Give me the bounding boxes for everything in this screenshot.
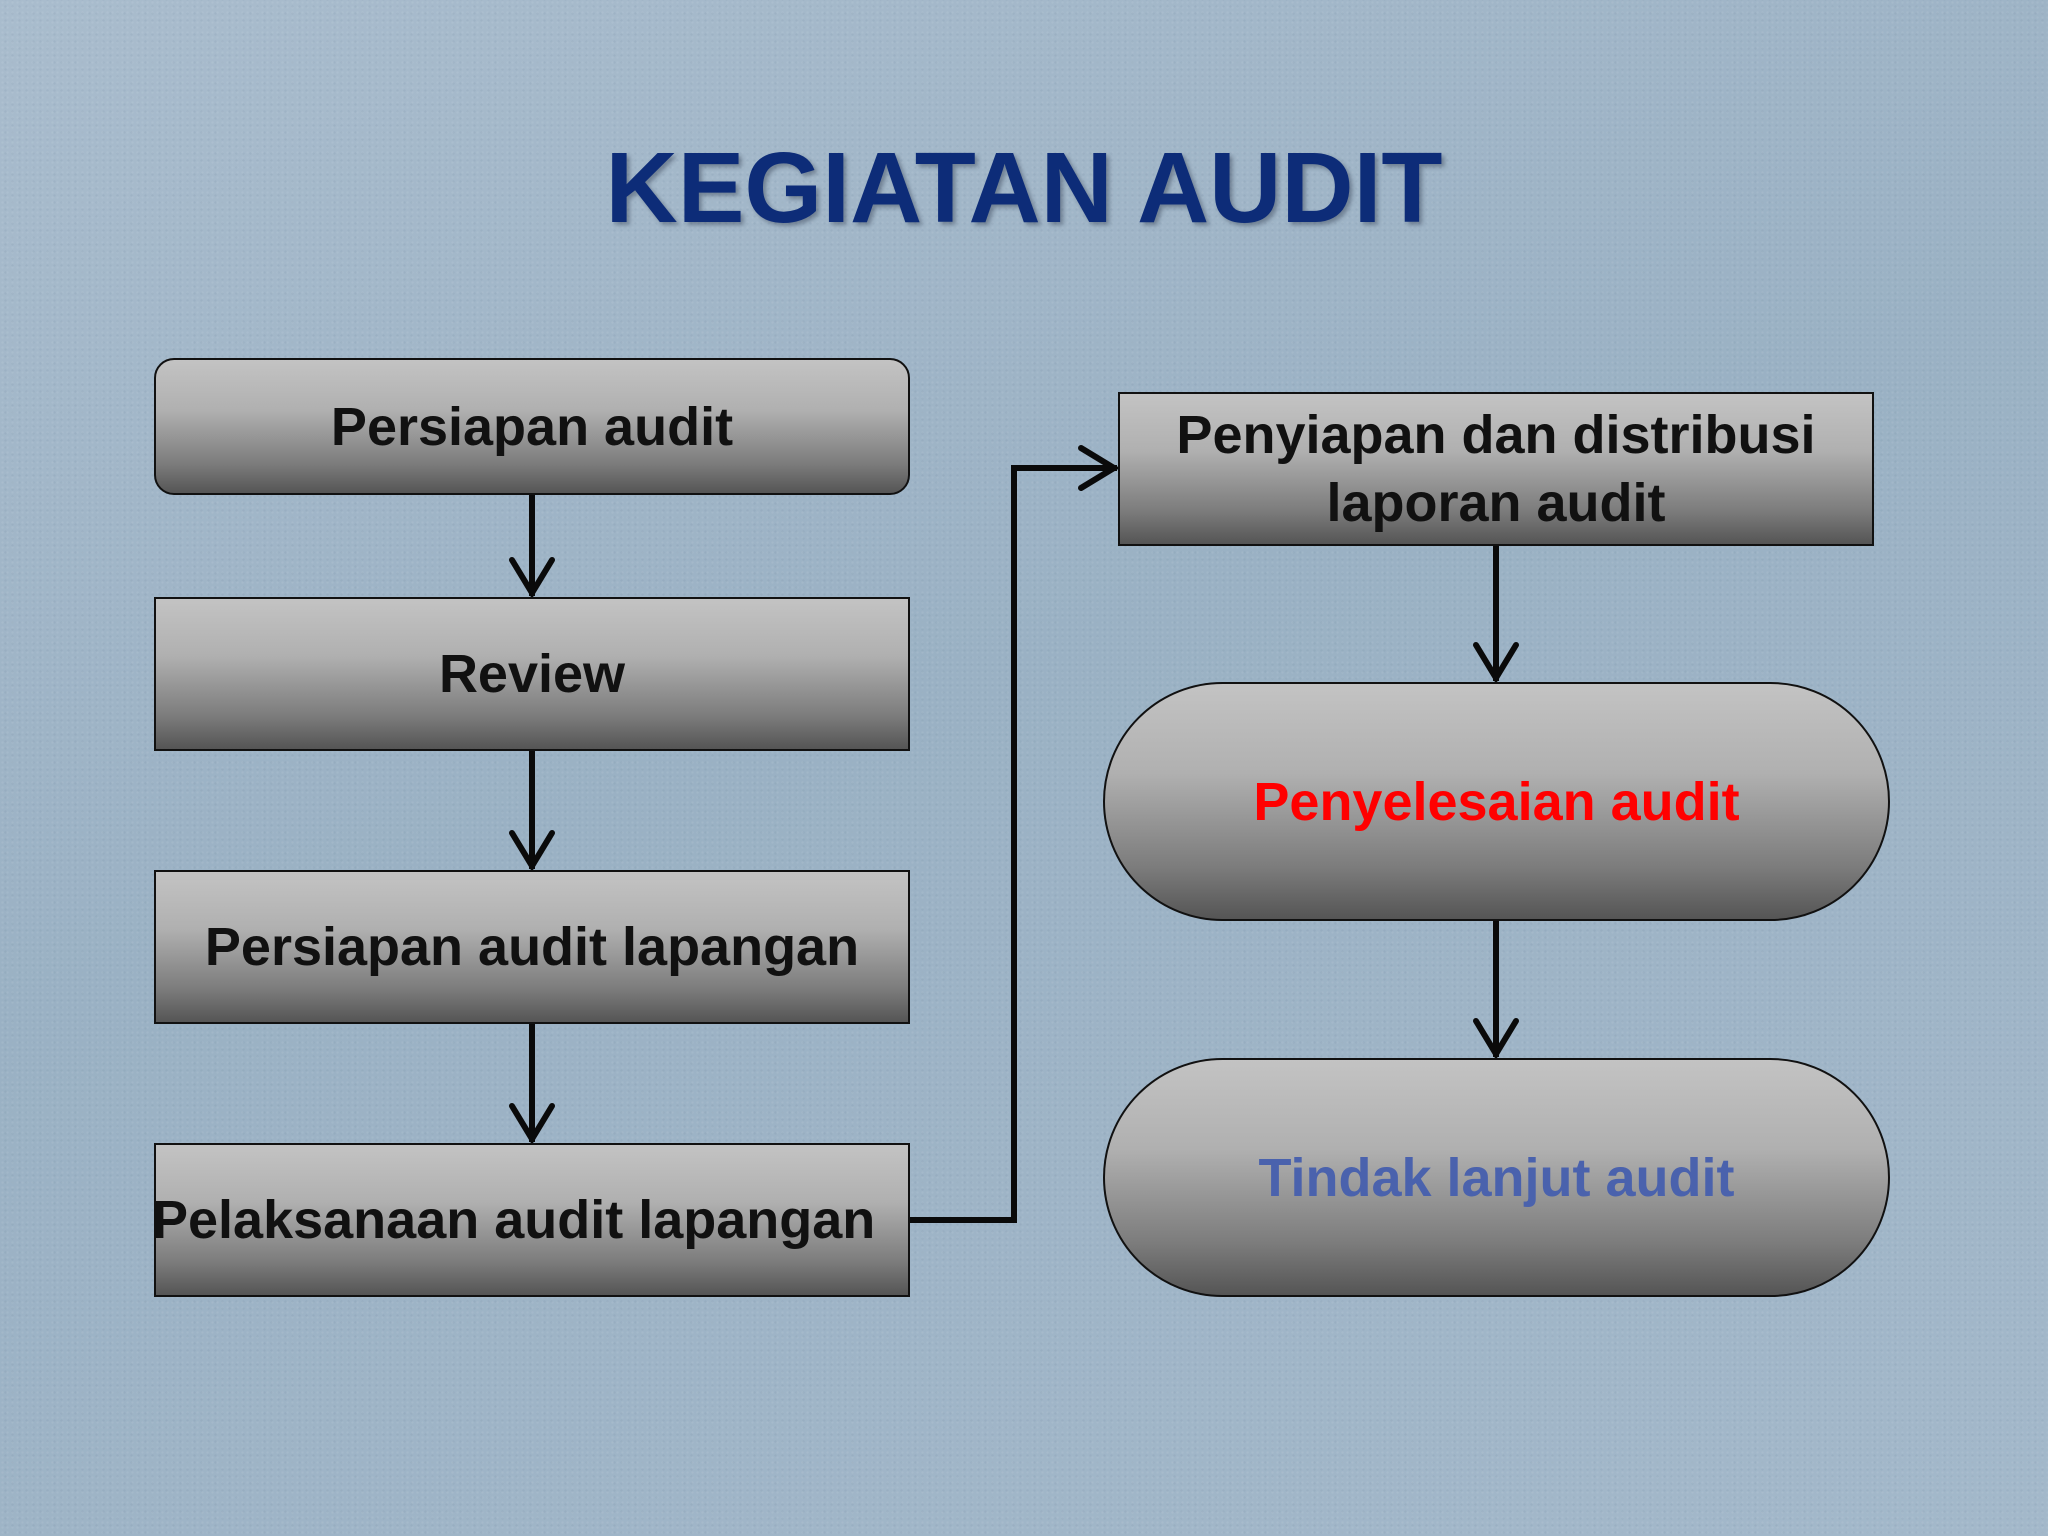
step-label: Pelaksanaan audit lapangan xyxy=(152,1190,876,1250)
step-penyelesaian-audit: Penyelesaian audit xyxy=(1103,682,1890,921)
step-persiapan-audit-lapangan: Persiapan audit lapangan xyxy=(154,870,910,1024)
step-label: Persiapan audit lapangan xyxy=(204,917,860,977)
arrow-step4-to-step5 xyxy=(907,465,1117,1223)
arrowhead-step6 xyxy=(1473,642,1519,684)
step-label: Review xyxy=(438,644,626,704)
arrowhead-step5 xyxy=(1078,445,1120,491)
step-persiapan-audit: Persiapan audit xyxy=(154,358,910,495)
step-review: Review xyxy=(154,597,910,751)
step-penyiapan-distribusi-laporan: Penyiapan dan distribusi laporan audit xyxy=(1118,392,1874,546)
step-label: Penyiapan dan distribusi laporan audit xyxy=(1176,405,1816,533)
arrowhead-step7 xyxy=(1473,1018,1519,1060)
step-tindak-lanjut-audit: Tindak lanjut audit xyxy=(1103,1058,1890,1297)
slide-title: KEGIATAN AUDIT xyxy=(605,132,1443,244)
step-label: Penyelesaian audit xyxy=(1253,771,1740,832)
arrowhead-step2 xyxy=(509,557,555,599)
step-pelaksanaan-audit-lapangan: Pelaksanaan audit lapangan xyxy=(152,1143,910,1297)
arrowhead-step3 xyxy=(509,830,555,872)
step-label: Persiapan audit xyxy=(330,396,734,457)
step-label: Tindak lanjut audit xyxy=(1258,1147,1735,1208)
arrowhead-step4 xyxy=(509,1103,555,1145)
